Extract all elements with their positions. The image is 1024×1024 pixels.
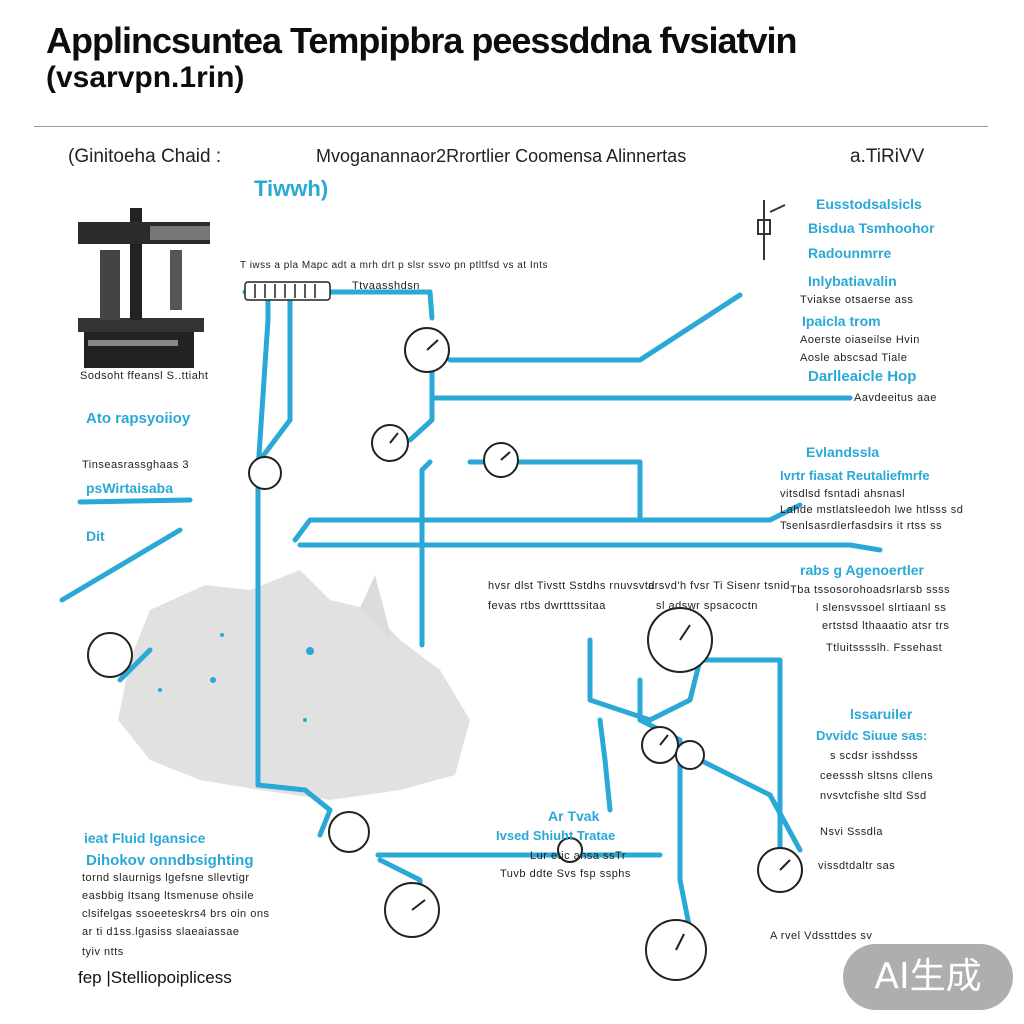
right-block3-line1: Aoerste oiaseilse Hvin [800,334,920,346]
machine-illustration [78,208,210,368]
region-map [118,570,470,800]
right-block5-subtitle: Ivrtr fiasat Reutaliefmrfe [780,468,930,483]
right-block7-title: lssaruiler [850,706,913,722]
right-block8-line1: vissdtdaltr sas [818,860,896,872]
flow-line-2: easbbig Itsang ltsmenuse ohsile [82,890,255,902]
right-block5-line2: Lahde mstlatsleedoh lwe htlsss sd [780,504,964,516]
manifold [244,281,331,301]
right-block2-title: Inlybatiavalin [808,273,897,289]
dit-label: Dit [86,528,105,544]
right-block6-line2: l slensvssoel slrtiaanl ss [816,602,947,614]
flow-section-title: ieat Fluid lgansice [84,830,206,846]
center-mid-line-3: arsvd'h fvsr Ti Sisenr tsnid [648,580,791,592]
region-map-peak [360,575,392,640]
right-panel-heading: a.TiRiVV [850,146,925,167]
right-block4-title: Darlleaicle Hop [808,368,917,385]
right-block7-line3: nvsvtcfishe sltd Ssd [820,790,927,802]
right-block8-line2: A rvel Vdssttdes sv [770,930,873,942]
ps-section-title: psWirtaisaba [86,480,174,496]
right-block5-title: Evlandssla [806,444,880,460]
right-block1-line3: Radounmrre [808,245,892,261]
right-block7-subtitle: Dvvidc Siuue sas: [816,728,928,743]
center-top-line: T iwss a pla Mapc adt a mrh drt p slsr s… [240,260,548,271]
page-title: Applincsuntea Tempipbra peessddna fvsiat… [46,20,798,61]
flow-line-3: clsifelgas ssoeeteskrs4 brs oin ons [82,908,270,920]
right-block6-line4: Ttluitsssslh. Fssehast [826,642,943,654]
center-mid-line-4: sl adswr spsacoctn [656,600,758,612]
right-block3-title: Ipaicla trom [802,313,881,329]
right-block3-line2: Aosle abscsad Tiale [800,352,908,364]
right-block7-line2: ceesssh sltsns cllens [820,770,934,782]
right-block5-line1: vitsdlsd fsntadi ahsnasl [780,488,906,500]
flow-section-subtitle: Dihokov onndbsighting [86,852,254,869]
right-block1-line2: Bisdua Tsmhoohor [808,220,935,236]
left-panel-heading-accent: Tiwwh) [254,176,329,201]
to-section-line: Tinseasrassghaas 3 [82,459,190,471]
center-panel-heading: Mvoganannaor2Rrortlier Coomensa Alinnert… [316,146,687,166]
right-block5-line3: Tsenlsasrdlerfasdsirs it rtss ss [780,520,943,532]
right-block6-line1: Tba tssosorohoadsrlarsb ssss [790,584,951,596]
map-dots [158,633,314,722]
page-subtitle: (vsarvpn.1rin) [46,61,245,94]
right-block1-line1: Eusstodsalsicls [816,196,922,212]
gauge-needles [389,339,791,951]
flow-line-1: tornd slaurnigs lgefsne sllevtigr [82,872,250,884]
right-block4-line: Aavdeeitus aae [854,392,937,404]
air-line-2: Tuvb ddte Svs fsp ssphs [500,868,631,880]
flow-line-4: ar ti d1ss.lgasiss slaeaiassae [82,926,240,938]
right-block6-title: rabs g Agenoertler [800,562,924,578]
to-section-title: Ato rapsyoiioy [86,410,191,427]
machine-caption: Sodsoht ffeansl S..ttiaht [80,370,209,382]
flow-tail: tyiv ntts [82,946,124,958]
center-mid-line-2: fevas rtbs dwrtttssitaa [488,600,606,612]
air-line-1: Lur etic ahsa ssTr [530,850,627,862]
right-block6-line3: ertstsd lthaaatio atsr trs [822,620,950,632]
header-divider [34,126,988,127]
valve-icon [757,200,786,260]
footer-label: fep |Stelliopoiplicess [78,968,232,987]
ai-generated-badge: AI生成 [843,944,1013,1010]
manifold-label: Ttvaasshdsn [352,280,420,292]
air-section-title: Ar Tvak [548,808,600,824]
air-section-subtitle: Ivsed Shiuht Tratae [496,828,616,843]
right-block7-line1: s scdsr isshdsss [830,750,919,762]
right-block2-line: Tviakse otsaerse ass [800,294,914,306]
center-mid-line-1: hvsr dlst Tivstt Sstdhs rnuvsvtd [488,580,655,592]
left-panel-heading: (Ginitoeha Chaid : [68,146,222,167]
right-block7-line4: Nsvi Sssdla [820,826,883,838]
